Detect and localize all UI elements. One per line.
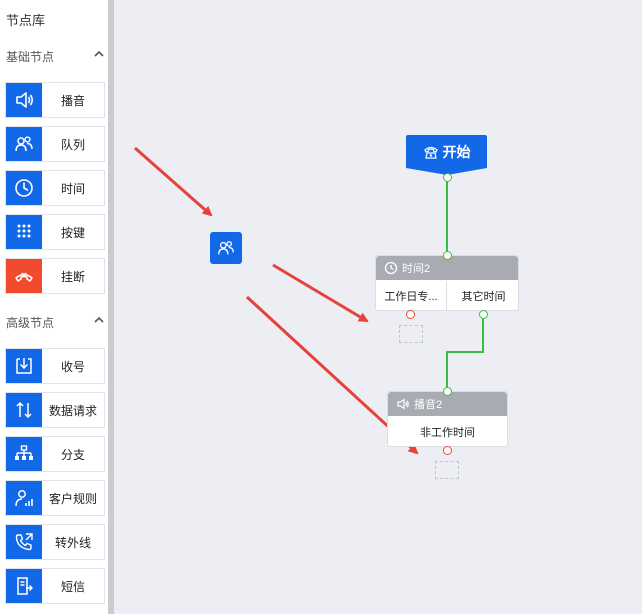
node-item-label: 播音 xyxy=(60,93,85,108)
users-icon xyxy=(6,127,42,161)
node-item-label: 客户规则 xyxy=(48,491,97,506)
dragging-queue-node[interactable] xyxy=(210,232,242,264)
start-output-port[interactable] xyxy=(442,172,452,182)
basic-section-title: 基础节点 xyxy=(6,50,55,64)
annotation-arrow xyxy=(134,146,213,217)
time-node[interactable]: 时间2 工作日专... 其它时间 xyxy=(375,255,519,311)
drop-placeholder[interactable] xyxy=(435,461,459,479)
keypad-icon xyxy=(6,215,42,249)
play-output-port[interactable] xyxy=(442,446,452,455)
annotation-arrow xyxy=(272,263,369,323)
drop-placeholder[interactable] xyxy=(399,325,423,343)
play-node[interactable]: 播音2 非工作时间 xyxy=(387,391,508,447)
time-other-output-port[interactable] xyxy=(478,310,488,319)
sms-icon xyxy=(6,569,42,603)
time-workday-output-port[interactable] xyxy=(406,310,415,319)
node-item-label: 时间 xyxy=(60,181,85,196)
customer-rule-icon xyxy=(6,481,42,515)
node-item-label: 转外线 xyxy=(54,535,91,550)
advanced-section-title: 高级节点 xyxy=(6,316,55,330)
speaker-icon xyxy=(6,83,42,117)
start-node-label: 开始 xyxy=(442,144,471,160)
node-item-play[interactable]: 播音 xyxy=(5,82,105,118)
play-input-port[interactable] xyxy=(442,386,452,396)
download-icon xyxy=(6,349,42,383)
time-node-title: 时间2 xyxy=(402,263,431,275)
connector-line xyxy=(446,315,484,391)
node-item-label: 队列 xyxy=(60,137,85,152)
telephone-icon xyxy=(423,146,438,159)
node-item-time[interactable]: 时间 xyxy=(5,170,105,206)
hangup-icon xyxy=(6,259,42,293)
node-item-collect-digits[interactable]: 收号 xyxy=(5,348,105,384)
node-item-customer-rule[interactable]: 客户规则 xyxy=(5,480,105,516)
chevron-up-icon[interactable] xyxy=(92,47,106,61)
node-item-label: 短信 xyxy=(60,579,85,594)
node-item-data-request[interactable]: 数据请求 xyxy=(5,392,105,428)
clock-icon xyxy=(6,171,42,205)
node-item-keypress[interactable]: 按键 xyxy=(5,214,105,250)
start-node[interactable]: 开始 xyxy=(406,135,487,177)
node-item-label: 数据请求 xyxy=(48,403,97,418)
node-item-label: 收号 xyxy=(60,359,85,374)
time-node-header: 时间2 xyxy=(376,256,518,280)
chevron-up-icon[interactable] xyxy=(92,313,106,327)
node-item-label: 按键 xyxy=(60,225,85,240)
play-branch-non-work-time[interactable]: 非工作时间 xyxy=(420,427,475,439)
play-node-header: 播音2 xyxy=(388,392,507,416)
play-node-title: 播音2 xyxy=(414,399,443,411)
transfer-call-icon xyxy=(6,525,42,559)
time-branch-other[interactable]: 其它时间 xyxy=(461,291,506,303)
node-item-label: 挂断 xyxy=(60,269,85,284)
time-branch-workday[interactable]: 工作日专... xyxy=(376,281,447,311)
node-item-branch[interactable]: 分支 xyxy=(5,436,105,472)
users-icon xyxy=(218,241,234,255)
clock-icon xyxy=(384,261,398,275)
library-title: 节点库 xyxy=(6,13,46,28)
node-item-queue[interactable]: 队列 xyxy=(5,126,105,162)
sidebar-scrollbar[interactable] xyxy=(108,0,114,614)
node-item-label: 分支 xyxy=(60,447,85,462)
node-item-transfer-external[interactable]: 转外线 xyxy=(5,524,105,560)
time-input-port[interactable] xyxy=(442,250,452,260)
data-request-icon xyxy=(6,393,42,427)
branch-icon xyxy=(6,437,42,471)
node-library-sidebar: 节点库 基础节点 播音 队列 时间 按键 挂断 高级节点 xyxy=(0,0,108,614)
node-item-hangup[interactable]: 挂断 xyxy=(5,258,105,294)
speaker-icon xyxy=(397,398,409,410)
node-item-sms[interactable]: 短信 xyxy=(5,568,105,604)
